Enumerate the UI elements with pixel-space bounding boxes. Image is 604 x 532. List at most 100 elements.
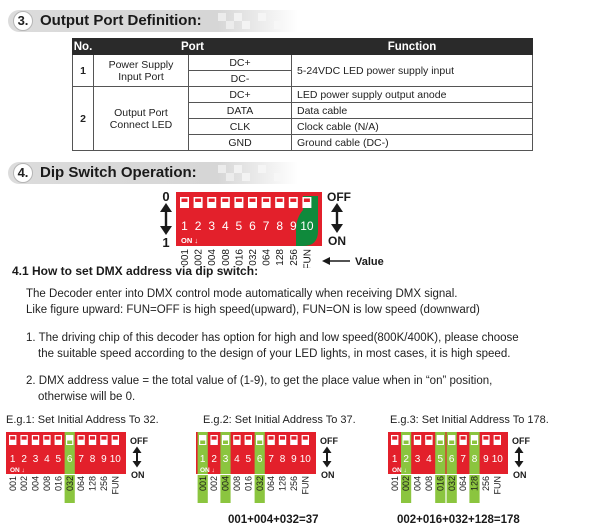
- on-marker: ON ↓: [200, 467, 215, 474]
- value-label: FUN: [492, 476, 502, 495]
- switch-slot: [256, 435, 264, 445]
- value-label: 032: [65, 476, 75, 491]
- value-highlight: [64, 475, 75, 503]
- header-no: No.: [72, 38, 94, 55]
- header-port: Port: [93, 38, 292, 55]
- on-label: ON: [321, 470, 335, 480]
- function-text: Data cable: [291, 102, 533, 119]
- switch-on-highlight: [435, 432, 446, 474]
- switch-number: 3: [33, 454, 39, 465]
- pin-label: GND: [188, 134, 292, 151]
- switch-slot: [459, 435, 467, 445]
- section-title: Output Port Definition:: [40, 12, 202, 29]
- switch-number: 9: [483, 454, 489, 465]
- switch-slot: [261, 197, 271, 208]
- value-label: 001: [8, 476, 18, 491]
- switch-slot: [302, 197, 312, 208]
- function-text: 5-24VDC LED power supply input: [291, 54, 533, 87]
- switch-knob: [483, 436, 489, 440]
- checker-decoration: [218, 13, 282, 29]
- switch-number: 10: [300, 454, 312, 465]
- switch-knob: [90, 436, 95, 440]
- intro-line: Like figure upward: FUN=OFF is high spee…: [26, 304, 480, 316]
- value-label: 002: [19, 476, 29, 491]
- value-label: 256: [99, 476, 109, 491]
- switch-number: 6: [257, 454, 263, 465]
- switch-on-highlight: [254, 432, 265, 474]
- pin-label: DC-: [188, 70, 292, 87]
- switch-slot: [413, 435, 422, 445]
- switch-number: 8: [280, 454, 286, 465]
- on-label: ON: [131, 470, 145, 480]
- on-marker: ON ↓: [10, 467, 25, 474]
- example-dip-1: 10012002300440085016603270648128925610FU…: [6, 432, 148, 503]
- value-highlight: [197, 475, 208, 503]
- example-caption: E.g.2: Set Initial Address To 37.: [203, 414, 356, 426]
- switch-on-highlight: [64, 432, 75, 474]
- switch-slot: [470, 435, 479, 445]
- switch-knob: [426, 436, 432, 440]
- value-label: 004: [221, 476, 231, 491]
- switch-slot: [275, 197, 285, 208]
- switch-slot: [482, 435, 490, 445]
- switch-slot: [220, 197, 230, 208]
- value-label: 002: [194, 249, 205, 266]
- switch-slot: [290, 435, 298, 445]
- value-label: 001: [390, 476, 400, 491]
- switch-knob: [235, 198, 242, 202]
- value-label: 004: [31, 476, 41, 491]
- switch-slot: [234, 197, 244, 208]
- table-row: GND Ground cable (DC-): [73, 134, 533, 151]
- off-label: OFF: [512, 436, 530, 446]
- on-marker: ON ↓: [392, 467, 407, 474]
- switch-on-highlight: [197, 432, 208, 474]
- switch-number: 7: [78, 454, 84, 465]
- value-label: FUN: [110, 476, 120, 495]
- switch-number: 9: [101, 454, 107, 465]
- value-highlight: [435, 475, 446, 503]
- switch-on-highlight: [220, 432, 231, 474]
- off-label: OFF: [320, 436, 338, 446]
- switch-knob: [472, 440, 477, 444]
- switch-slot: [43, 435, 51, 445]
- sub-section-title: 4.1 How to set DMX address via dip switc…: [12, 264, 259, 278]
- value-label: FUN: [300, 476, 310, 495]
- function-text: Clock cable (N/A): [291, 118, 533, 135]
- switch-on-highlight: [469, 432, 480, 474]
- checker-decoration: [218, 165, 282, 181]
- section-number: 3.: [13, 11, 33, 31]
- value-label: 016: [53, 476, 63, 491]
- switch-number: 4: [44, 454, 50, 465]
- switch-knob: [67, 440, 73, 444]
- switch-number: 7: [268, 454, 274, 465]
- switch-knob: [200, 440, 206, 444]
- example-caption: E.g.1: Set Initial Address To 32.: [6, 414, 159, 426]
- on-label: ON: [328, 234, 346, 248]
- output-port-table: No. Port Function 1 Power Supply Input P…: [72, 38, 533, 151]
- switch-number: 1: [181, 219, 188, 233]
- example-sum: 002+016+032+128=178: [397, 514, 520, 526]
- switch-knob: [494, 436, 500, 440]
- switch-knob: [10, 436, 16, 440]
- off-label: OFF: [130, 436, 148, 446]
- switch-number: 7: [263, 219, 270, 233]
- switch-knob: [302, 436, 308, 440]
- switch-knob: [222, 198, 229, 202]
- switch-number: 5: [246, 454, 252, 465]
- value-label: 002: [401, 476, 411, 491]
- switch-number: 7: [460, 454, 466, 465]
- section-number: 4.: [13, 163, 33, 183]
- left-arrow-icon: [322, 257, 350, 265]
- switch-number: 2: [21, 454, 27, 465]
- value-label: FUN: [302, 249, 313, 268]
- section-title: Dip Switch Operation:: [40, 164, 197, 181]
- value-label: 001: [198, 476, 208, 491]
- table-row: 2 Output Port Connect LED DC+ LED power …: [72, 86, 533, 151]
- switch-number: 10: [300, 219, 314, 233]
- value-label: 008: [424, 476, 434, 491]
- switch-number: 5: [438, 454, 444, 465]
- switch-knob: [303, 198, 310, 202]
- switch-slot: [100, 435, 108, 445]
